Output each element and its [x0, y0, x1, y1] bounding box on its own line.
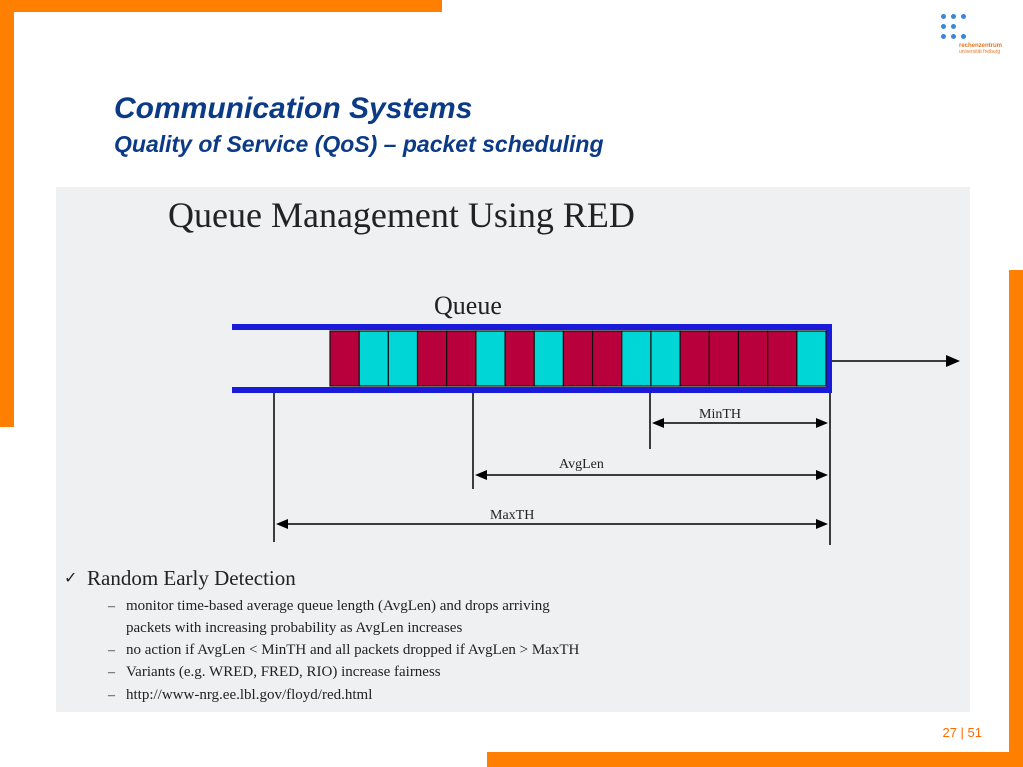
university-logo: rechenzentrum universität freiburg: [937, 12, 1002, 62]
list-item-3: Variants (e.g. WRED, FRED, RIO) increase…: [126, 664, 441, 680]
avglen-arrow-right-icon: [816, 470, 828, 480]
queue-label: Queue: [434, 291, 502, 320]
queue-packet-red: [679, 330, 710, 387]
queue-packet-red: [708, 330, 740, 387]
list-item-dash: –: [107, 688, 116, 703]
queue-packet-cyan: [475, 330, 506, 387]
queue-packet-cyan: [387, 330, 419, 387]
page-subtitle: Quality of Service (QoS) – packet schedu…: [114, 131, 604, 157]
queue-packet-red: [416, 330, 448, 387]
slide-figure: Queue Management Using RED Queue MinTH A…: [56, 187, 970, 712]
queue-packet-red: [329, 330, 360, 387]
list-item-4-link[interactable]: http://www-nrg.ee.lbl.gov/floyd/red.html: [126, 687, 372, 703]
queue-packet-red: [767, 330, 798, 387]
logo-dots-icon: [941, 14, 971, 44]
queue-packet-red: [504, 330, 535, 387]
maxth-label: MaxTH: [490, 508, 534, 523]
page-title: Communication Systems: [114, 92, 473, 125]
figure-heading: Queue Management Using RED: [168, 195, 635, 235]
avglen-label: AvgLen: [559, 457, 604, 472]
queue-packet-cyan: [621, 330, 652, 387]
queue-packet-cyan: [650, 330, 681, 387]
queue-packet-red: [446, 330, 477, 387]
list-item-dash: –: [107, 599, 116, 614]
queue-packet-cyan: [796, 330, 827, 387]
red-queue-diagram: Queue Management Using RED Queue MinTH A…: [64, 195, 960, 703]
list-item-dash: –: [107, 643, 116, 658]
queue-packets: [329, 330, 827, 387]
queue-packet-cyan: [358, 330, 389, 387]
queue-packet-cyan: [533, 330, 565, 387]
list-item-1-line2: packets with increasing probability as A…: [126, 620, 462, 636]
queue-packet-red: [591, 330, 623, 387]
maxth-arrow-left-icon: [276, 519, 288, 529]
left-accent-bar: [0, 0, 14, 427]
list-item-1-line1: monitor time-based average queue length …: [126, 598, 550, 614]
queue-bottom-border: [232, 387, 830, 393]
queue-end-border: [826, 324, 832, 393]
bullet-title: Random Early Detection: [87, 566, 296, 590]
logo-text: rechenzentrum universität freiburg: [959, 43, 1003, 55]
top-accent-bar: [0, 0, 442, 12]
page-number: 27 | 51: [942, 725, 982, 740]
queue-packet-red: [737, 330, 769, 387]
queue-packet-red: [562, 330, 594, 387]
avglen-arrow-left-icon: [475, 470, 487, 480]
queue-top-border: [232, 324, 830, 330]
right-accent-bar: [1009, 270, 1023, 767]
minth-arrow-left-icon: [652, 418, 664, 428]
bottom-accent-bar: [487, 752, 1023, 767]
maxth-arrow-right-icon: [816, 519, 828, 529]
list-item-dash: –: [107, 665, 116, 680]
minth-arrow-right-icon: [816, 418, 828, 428]
checkmark-icon: ✓: [64, 570, 77, 587]
minth-label: MinTH: [699, 407, 741, 422]
list-item-2: no action if AvgLen < MinTH and all pack…: [126, 642, 580, 658]
output-arrow-head-icon: [946, 355, 960, 367]
